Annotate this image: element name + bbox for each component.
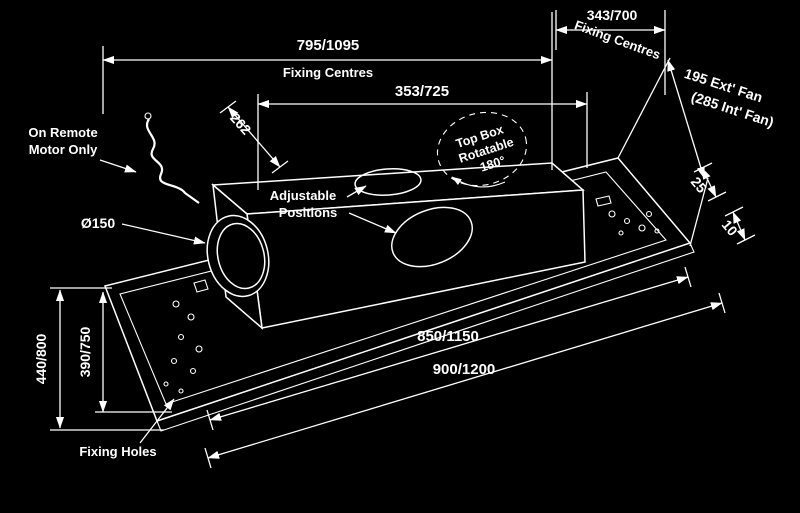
fixing-hole [654, 228, 660, 234]
dim-line-195 [667, 59, 705, 179]
fixing-hole [618, 230, 624, 236]
fixing-hole [189, 367, 197, 375]
ext-line [617, 57, 671, 159]
leader-duct-diameter [121, 223, 206, 245]
dim-overall-length: 900/1200 [433, 361, 496, 378]
dimension-lines [55, 25, 746, 459]
dim-line-262 [227, 106, 281, 168]
dim-duct-diameter: Ø150 [81, 215, 115, 231]
fixing-hole [195, 345, 203, 353]
fixing-hole [177, 333, 185, 341]
dim-width-fixing-value: 795/1095 [297, 37, 360, 54]
label-remote-motor-line2: Motor Only [29, 142, 98, 157]
dim-inner-depth: 390/750 [77, 326, 93, 377]
dim-line-900-1200 [207, 302, 723, 459]
dim-width-fixing-label: Fixing Centres [283, 65, 373, 80]
power-cable [146, 118, 200, 204]
fixing-hole [608, 210, 616, 218]
fixing-hole [623, 217, 631, 225]
label-adjustable-line2: Positions [279, 205, 338, 220]
dim-line-25 [701, 167, 717, 198]
front-face-cutout [391, 206, 473, 268]
duct-spigot [206, 214, 270, 298]
fixing-hole [187, 313, 195, 321]
dim-top-box-width: 353/725 [395, 83, 449, 100]
dim-line-10 [732, 211, 746, 241]
leader-fixing-holes [139, 398, 175, 444]
fixing-slot [595, 195, 612, 207]
label-adjustable-line1: Adjustable [270, 188, 336, 203]
leader-adjustable-bottom [348, 212, 397, 234]
leader-adjustable-top [346, 185, 367, 198]
fixing-hole [645, 210, 653, 218]
dim-overall-depth: 440/800 [33, 333, 49, 384]
ext-tick [736, 234, 756, 245]
fixing-holes-right-cluster [595, 195, 660, 236]
cable-entry-slot [193, 279, 209, 293]
fixing-hole [178, 388, 184, 394]
leader-remote-motor [99, 159, 137, 173]
fixing-holes-left-cluster [163, 279, 209, 394]
ext-tick [707, 191, 727, 202]
rotation-arrow [451, 176, 506, 188]
rotation-dashed-circle [436, 111, 528, 187]
leader-arrows [99, 159, 397, 444]
fixing-hole [163, 381, 169, 387]
dim-inner-length: 850/1150 [417, 328, 479, 345]
dim-depth-fixing-value: 343/700 [587, 7, 638, 23]
fixing-hole [170, 357, 178, 365]
fixing-hole [172, 300, 180, 308]
fixing-hole [638, 224, 646, 232]
label-remote-motor-line1: On Remote [28, 125, 97, 140]
label-fixing-holes: Fixing Holes [79, 444, 156, 459]
top-face-cutout [354, 168, 422, 196]
